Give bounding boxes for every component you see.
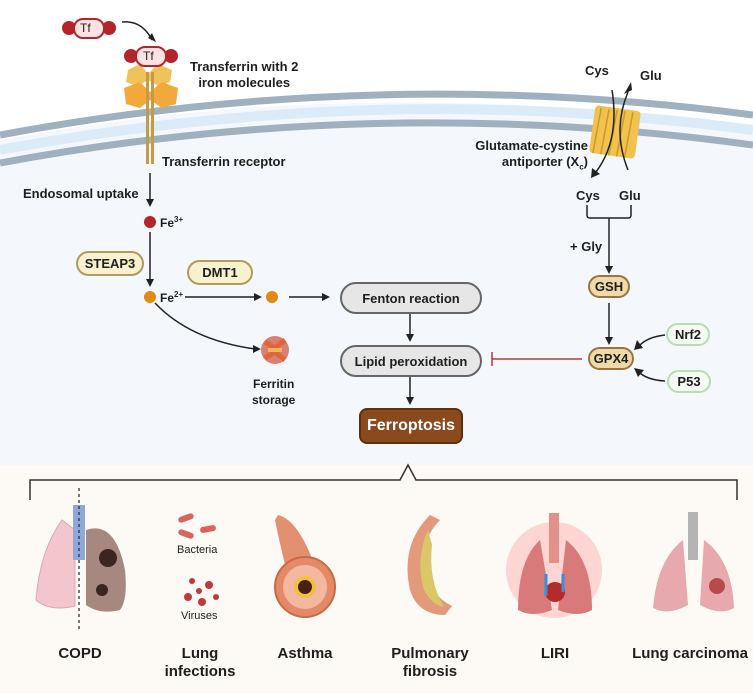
- antiporter-label-line1: Glutamate-cystine: [475, 138, 588, 153]
- glu-export-arrow: [619, 91, 629, 171]
- lipid-to-ferroptosis-arrow-head: [406, 397, 414, 405]
- disease-bracket: [29, 463, 738, 500]
- endosomal-uptake-label: Endosomal uptake: [23, 186, 139, 201]
- disease-lung-infections: Lung infections: [164, 645, 236, 680]
- fe2-icon: [144, 291, 156, 303]
- fe3-icon: [144, 216, 156, 228]
- pulmonary-fibrosis-icon: [407, 515, 452, 615]
- p53-arrow-head: [634, 368, 644, 377]
- transferrin-receptor-icon: [124, 64, 178, 164]
- ferritin-storage-label: Ferritin storage: [252, 377, 296, 407]
- transferrin-receptor-label: Transferrin receptor: [162, 154, 286, 169]
- membrane-middle: [0, 104, 753, 155]
- ferroptosis-box: Ferroptosis: [359, 408, 463, 444]
- storage-arrow: [154, 302, 256, 350]
- bacteria-label: Bacteria: [177, 544, 218, 556]
- disease-copd: COPD: [58, 645, 102, 662]
- fe2-label: Fe2+: [160, 290, 183, 305]
- viruses-label: Viruses: [181, 610, 218, 622]
- fe2-text: Fe: [160, 291, 175, 305]
- membrane-outer: [0, 90, 753, 139]
- steap3-arrow-head: [146, 279, 154, 287]
- ferritin-icon: [261, 336, 289, 364]
- fe2-transported-icon: [266, 291, 278, 303]
- antiporter-label-line2: antiporter (X: [501, 154, 580, 169]
- glu-inside-label: Glu: [619, 188, 641, 203]
- transferrin-free-icon: [62, 18, 116, 39]
- cys-inside-label: Cys: [576, 188, 600, 203]
- glu-outside-label: Glu: [640, 68, 662, 83]
- transferrin-bound-icon: [124, 46, 178, 67]
- cys-import-arrow-head: [591, 168, 600, 178]
- dmt1-arrow-head: [254, 293, 262, 301]
- transferrin-free-label: Tf: [80, 21, 91, 35]
- asthma-airway-icon: [274, 515, 336, 618]
- membrane-inner: [0, 119, 753, 167]
- cys-import-arrow: [595, 89, 615, 173]
- disease-lung-carcinoma: Lung carcinoma: [632, 645, 748, 662]
- transferrin-description: Transferrin with 2 iron molecules: [190, 59, 299, 90]
- dmt1-pill: DMT1: [187, 260, 253, 285]
- to-gsh-arrow-head: [605, 266, 613, 274]
- to-fenton-arrow-head: [322, 293, 330, 301]
- disease-pulmonary-fibrosis: Pulmonary fibrosis: [391, 645, 469, 680]
- bacteria-icon: [178, 513, 216, 539]
- transferrin-bound-label: Tf: [143, 49, 154, 63]
- lipid-peroxidation-box: Lipid peroxidation: [340, 345, 482, 377]
- p53-pill: P53: [667, 370, 711, 393]
- gpx4-pill: GPX4: [588, 347, 634, 370]
- glu-export-arrow-head: [624, 82, 632, 94]
- disease-asthma: Asthma: [277, 645, 333, 662]
- gsh-to-gpx4-arrow-head: [605, 337, 613, 345]
- cys-outside-label: Cys: [585, 63, 609, 78]
- gly-label: + Gly: [570, 239, 603, 254]
- disease-liri: LIRI: [540, 645, 570, 662]
- fenton-reaction-box: Fenton reaction: [340, 282, 482, 314]
- storage-arrow-head: [253, 345, 261, 353]
- copd-lungs-icon: [35, 488, 126, 632]
- steap3-pill: STEAP3: [76, 251, 144, 276]
- antiporter-label: Glutamate-cystine antiporter (Xc): [462, 138, 588, 176]
- p53-arrow: [639, 372, 666, 382]
- fe3-text: Fe: [160, 216, 175, 230]
- fe3-label: Fe3+: [160, 215, 183, 230]
- nrf2-arrow-head: [634, 340, 643, 350]
- lung-carcinoma-icon: [653, 512, 734, 612]
- nrf2-arrow: [639, 334, 666, 346]
- gsh-pill: GSH: [588, 275, 630, 298]
- fe3-charge: 3+: [174, 215, 184, 224]
- liri-lungs-icon: [506, 513, 602, 618]
- nrf2-pill: Nrf2: [666, 323, 710, 346]
- fe2-charge: 2+: [174, 290, 184, 299]
- fenton-to-lipid-arrow-head: [406, 334, 414, 342]
- antiporter-subscript: c: [579, 162, 584, 172]
- binding-arrow-head: [148, 33, 156, 42]
- antiporter-icon: [589, 105, 641, 159]
- endosomal-arrow-head: [146, 199, 154, 207]
- virus-icon: [184, 578, 219, 606]
- antiporter-close: ): [583, 154, 588, 169]
